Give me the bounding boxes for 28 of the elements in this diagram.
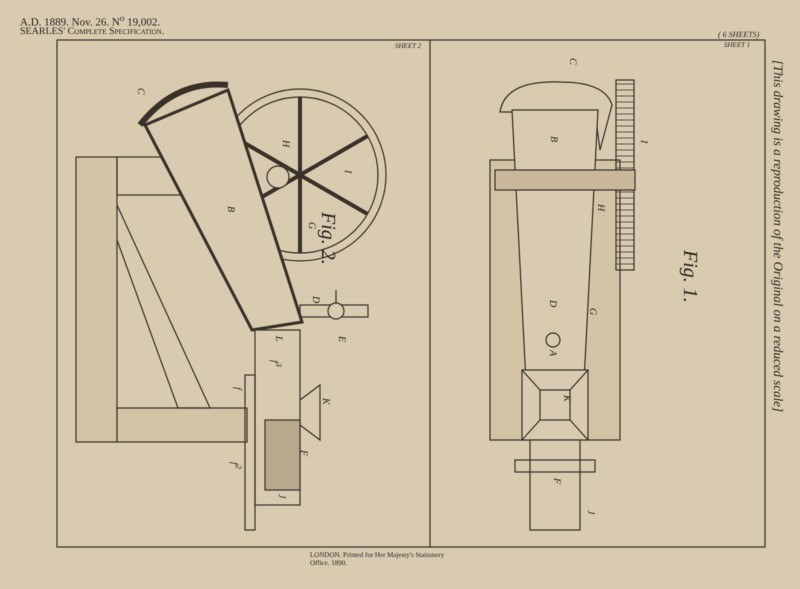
callout-letter: G (587, 308, 597, 316)
callout-letter: D (547, 300, 557, 308)
header-text: A.D. 1889. Nov. 26. N$^{o}$ 19,002. (20, 14, 160, 29)
callout-letter: D (310, 296, 320, 304)
callout-letter: I (342, 170, 352, 174)
callout-letter: H (280, 140, 290, 148)
callout-letter: J (276, 494, 286, 498)
callout-letter: F (551, 478, 561, 484)
callout-letter: F (298, 450, 308, 456)
callout-letter: I (638, 140, 648, 144)
figure-title: Fig. 2. (318, 212, 338, 265)
callout-letter: E (336, 336, 346, 342)
callout-letter: J (585, 510, 595, 514)
figure-title: Fig. 1. (680, 250, 700, 303)
sheet-label: ( 6 SHEETS) (718, 31, 760, 39)
callout-letter: B (548, 136, 558, 142)
callout-letter: L (273, 336, 283, 342)
header-text: SEARLES' Complete Specification. (20, 27, 164, 37)
callout-letter: K (561, 395, 571, 402)
callout-letter: B (225, 206, 235, 212)
callout-letter: H (595, 204, 605, 212)
side-note: [This drawing is a reproduction of the Original on a reduced scale] (772, 60, 785, 412)
callout-letter: A (547, 350, 557, 356)
callout-letter: f (232, 387, 242, 390)
callout-letter: C (135, 88, 145, 95)
callout-letter: K (320, 398, 330, 405)
callout-letter: G (306, 222, 316, 230)
callout-letter: C (567, 58, 577, 65)
